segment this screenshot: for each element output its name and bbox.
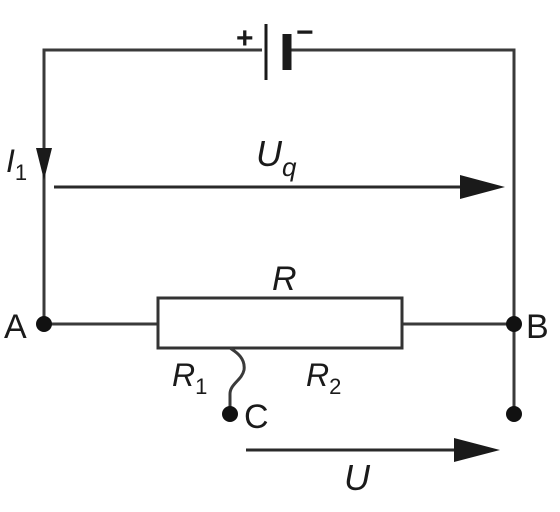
right-wire [288, 48, 516, 414]
battery-plus-sign: + [236, 22, 254, 55]
wiper-contact [228, 346, 246, 414]
resistor-r [156, 296, 404, 350]
node-c-label: C [244, 398, 269, 436]
battery-minus-sign: − [296, 16, 314, 49]
output-terminal-dot [506, 406, 522, 422]
current-label: I1 [6, 143, 27, 185]
source-voltage-arrow-head [460, 175, 505, 199]
r2-label: R2 [306, 357, 341, 399]
node-c-dot [222, 406, 238, 422]
resistor-label: R [272, 260, 297, 298]
current-arrow-head [36, 148, 52, 180]
node-a-dot [36, 316, 52, 332]
node-b-label: B [526, 308, 549, 346]
node-a-label: A [4, 308, 27, 346]
source-voltage-label: Uq [256, 133, 297, 182]
left-top-wire [42, 48, 262, 320]
output-voltage-label: U [344, 457, 371, 498]
output-voltage-arrow-head [454, 438, 500, 462]
r1-label: R1 [172, 357, 207, 399]
node-b-dot [506, 316, 522, 332]
